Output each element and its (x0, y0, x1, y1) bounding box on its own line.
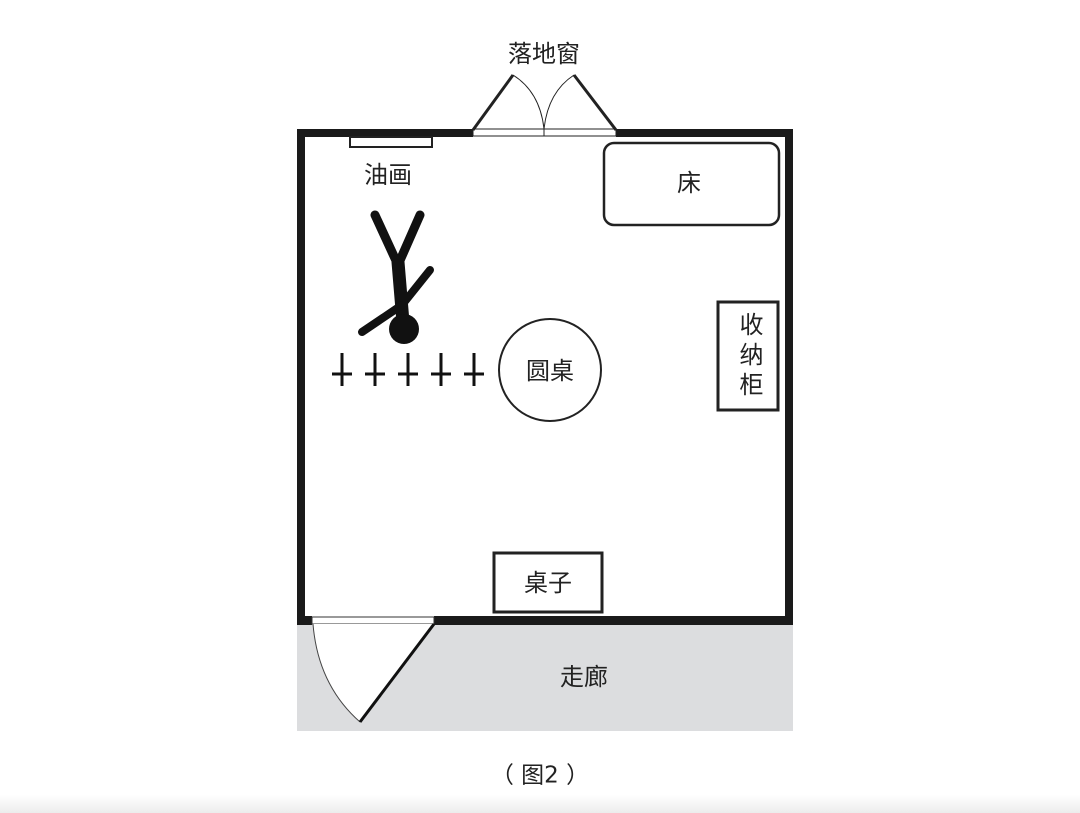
bed-label: 床 (677, 169, 701, 197)
bed (602, 141, 781, 227)
french-window (471, 74, 618, 137)
oil-painting-label: 油画 (364, 161, 412, 189)
round-table (498, 318, 602, 422)
desk-label: 桌子 (524, 569, 572, 597)
desk (492, 551, 604, 614)
inverted-crosses-row (332, 353, 484, 386)
upside-down-figure-icon (358, 210, 434, 344)
storage-cabinet (716, 300, 780, 412)
french-window-label: 落地窗 (508, 40, 580, 68)
round-table-label: 圆桌 (526, 357, 574, 385)
bottom-fade (0, 795, 1080, 813)
room-walls (297, 129, 793, 625)
hallway-label: 走廊 (560, 663, 608, 691)
oil-painting (349, 136, 433, 148)
figure-caption: （ 图2 ） (490, 762, 590, 789)
storage-cabinet-label: 收纳柜 (735, 312, 763, 402)
entrance-door (311, 616, 436, 723)
